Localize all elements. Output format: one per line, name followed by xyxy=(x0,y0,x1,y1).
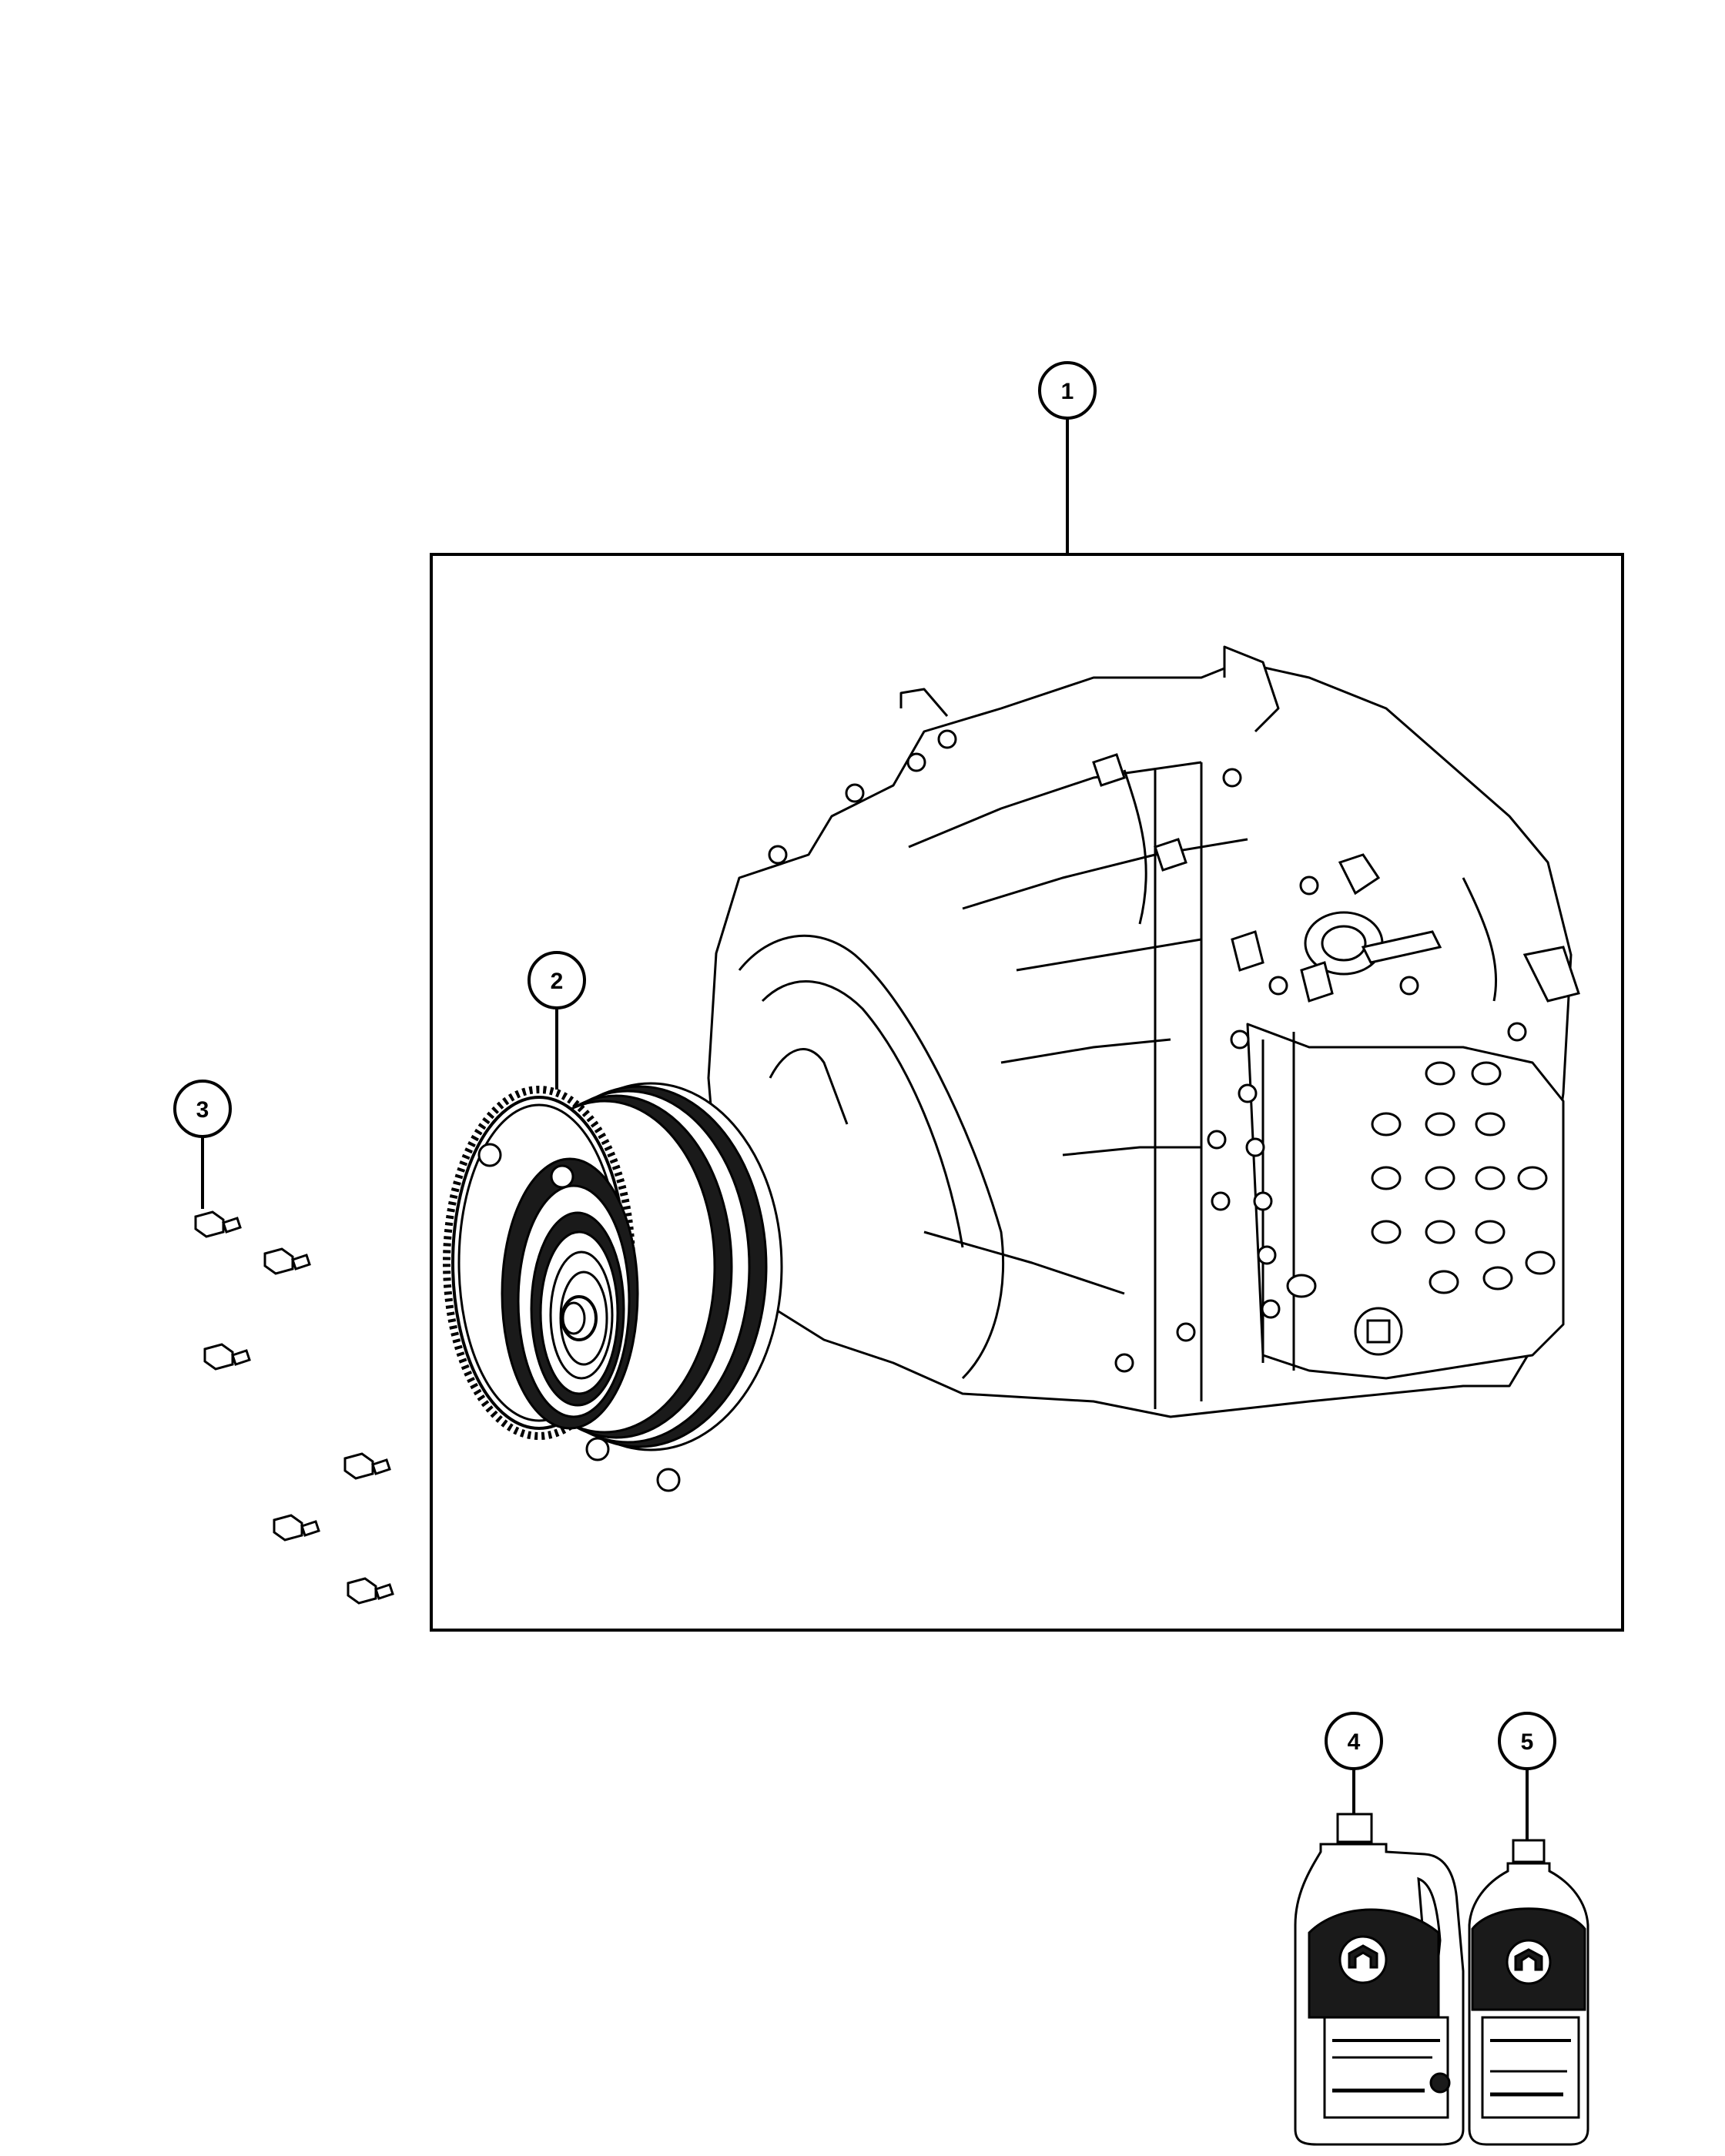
callout-1[interactable]: 1 xyxy=(1038,361,1097,420)
callout-2[interactable]: 2 xyxy=(528,951,586,1009)
fluid-jug-icon xyxy=(1294,1813,1465,2146)
callout-2-label: 2 xyxy=(551,969,564,994)
callout-3[interactable]: 3 xyxy=(173,1080,232,1138)
callout-3-label: 3 xyxy=(196,1097,209,1123)
bolt-icon xyxy=(194,1210,394,1605)
transmission-assembly-icon xyxy=(707,645,1573,1418)
cover-holes xyxy=(1286,1061,1556,1356)
callout-1-label: 1 xyxy=(1061,379,1074,404)
callout-5[interactable]: 5 xyxy=(1498,1712,1556,1770)
callout-5-label: 5 xyxy=(1521,1729,1534,1755)
cover-bolts xyxy=(768,729,1527,1373)
shift-lever-area xyxy=(1092,753,1580,1003)
transmission-frame xyxy=(430,553,1624,1632)
fluid-bottle-icon xyxy=(1468,1839,1589,2146)
callout-4[interactable]: 4 xyxy=(1325,1712,1383,1770)
callout-4-label: 4 xyxy=(1348,1729,1361,1755)
torque-converter-icon xyxy=(443,1082,783,1492)
